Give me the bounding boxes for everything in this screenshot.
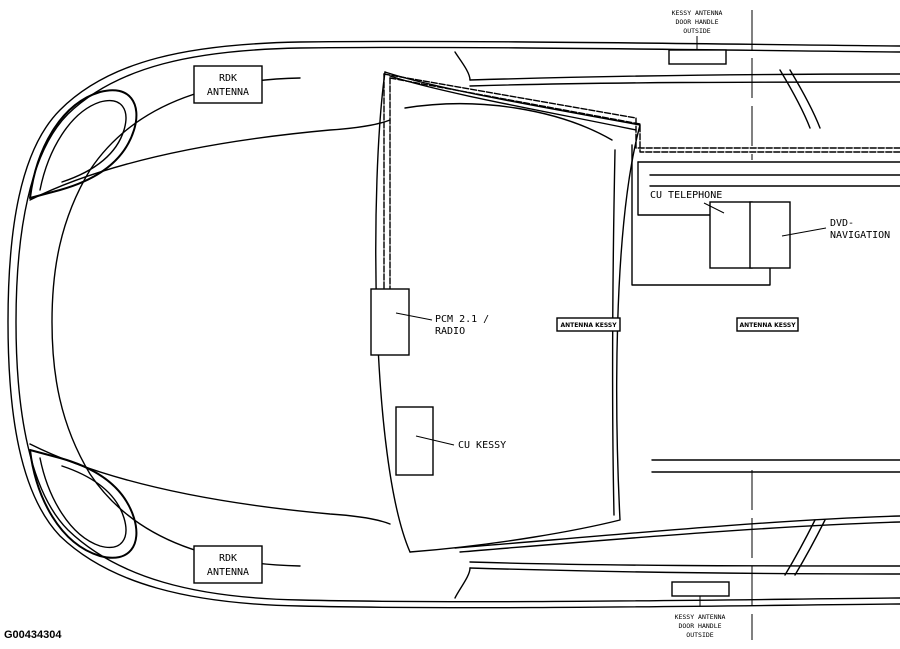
svg-text:DOOR HANDLE: DOOR HANDLE: [678, 622, 721, 630]
svg-text:ANTENNA KESSY: ANTENNA KESSY: [739, 322, 796, 329]
svg-text:KESSY ANTENNA: KESSY ANTENNA: [672, 9, 723, 17]
svg-text:OUTSIDE: OUTSIDE: [683, 27, 710, 35]
svg-text:KESSY ANTENNA: KESSY ANTENNA: [675, 613, 726, 621]
dvd-navigation: DVD- NAVIGATION: [749, 201, 890, 269]
antenna-kessy-front: ANTENNA KESSY: [556, 317, 621, 332]
kessy-antenna-door-handle-top: KESSY ANTENNA DOOR HANDLE OUTSIDE: [668, 9, 727, 65]
antenna-kessy-rear: ANTENNA KESSY: [736, 317, 799, 332]
svg-text:DOOR HANDLE: DOOR HANDLE: [675, 18, 718, 26]
rdk-antenna-bottom: RDK ANTENNA: [193, 545, 263, 584]
car-body-outline: [7, 40, 900, 609]
svg-text:DVD-: DVD-: [830, 218, 854, 229]
figure-id: G00434304: [4, 629, 62, 641]
svg-text:ANTENNA: ANTENNA: [207, 567, 249, 578]
windshield: [375, 71, 641, 553]
antenna-cable: [383, 73, 900, 291]
svg-text:CU TELEPHONE: CU TELEPHONE: [650, 190, 722, 201]
svg-text:ANTENNA: ANTENNA: [207, 87, 249, 98]
headlight-right: [29, 449, 138, 559]
cu-kessy: CU KESSY: [395, 406, 506, 476]
roof-structure: [454, 10, 900, 640]
svg-text:RDK: RDK: [219, 73, 237, 84]
svg-text:PCM 2.1 /: PCM 2.1 /: [435, 314, 489, 325]
rdk-antenna-top: RDK ANTENNA: [193, 65, 263, 104]
svg-text:OUTSIDE: OUTSIDE: [686, 631, 713, 639]
cu-telephone: CU TELEPHONE: [650, 190, 753, 269]
svg-text:CU KESSY: CU KESSY: [458, 440, 506, 451]
svg-text:ANTENNA KESSY: ANTENNA KESSY: [560, 322, 617, 329]
headlight-left: [29, 89, 138, 199]
pcm-radio: PCM 2.1 / RADIO: [370, 288, 489, 356]
svg-text:RDK: RDK: [219, 553, 237, 564]
kessy-antenna-door-handle-bottom: KESSY ANTENNA DOOR HANDLE OUTSIDE: [671, 581, 730, 639]
svg-text:RADIO: RADIO: [435, 326, 465, 337]
svg-text:NAVIGATION: NAVIGATION: [830, 230, 890, 241]
